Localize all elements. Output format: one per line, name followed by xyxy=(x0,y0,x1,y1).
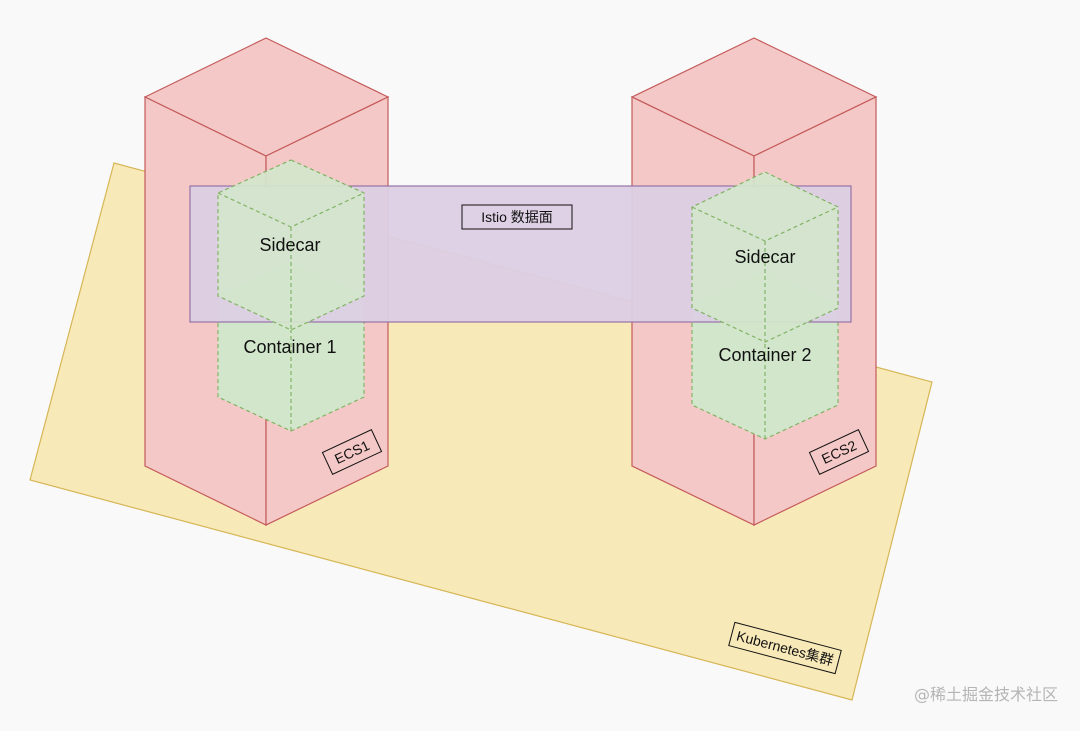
ecs1-label-box xyxy=(321,429,383,475)
sidecar-1-label: Sidecar xyxy=(259,235,320,255)
data-plane-label: Istio 数据面 xyxy=(481,209,553,225)
watermark-text: @稀土掘金技术社区 xyxy=(914,685,1058,704)
data-plane-label-box xyxy=(461,204,573,230)
ecs2-label-box xyxy=(808,429,870,475)
sidecar-2 xyxy=(691,171,839,343)
sidecar-2-label: Sidecar xyxy=(734,247,795,267)
sidecar-1 xyxy=(217,159,365,331)
cluster-label-box xyxy=(728,621,842,675)
container-1-label: Container 1 xyxy=(243,337,336,357)
container-2-label: Container 2 xyxy=(718,345,811,365)
